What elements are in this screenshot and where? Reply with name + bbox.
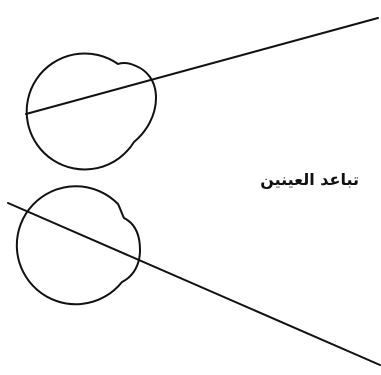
eye-divergence-label: تباعد العينين [260,170,359,189]
top-eye-outline [27,53,156,169]
bottom-visual-axis-line [8,203,380,365]
bottom-eye-outline [17,186,140,304]
top-visual-axis-line [26,18,378,114]
